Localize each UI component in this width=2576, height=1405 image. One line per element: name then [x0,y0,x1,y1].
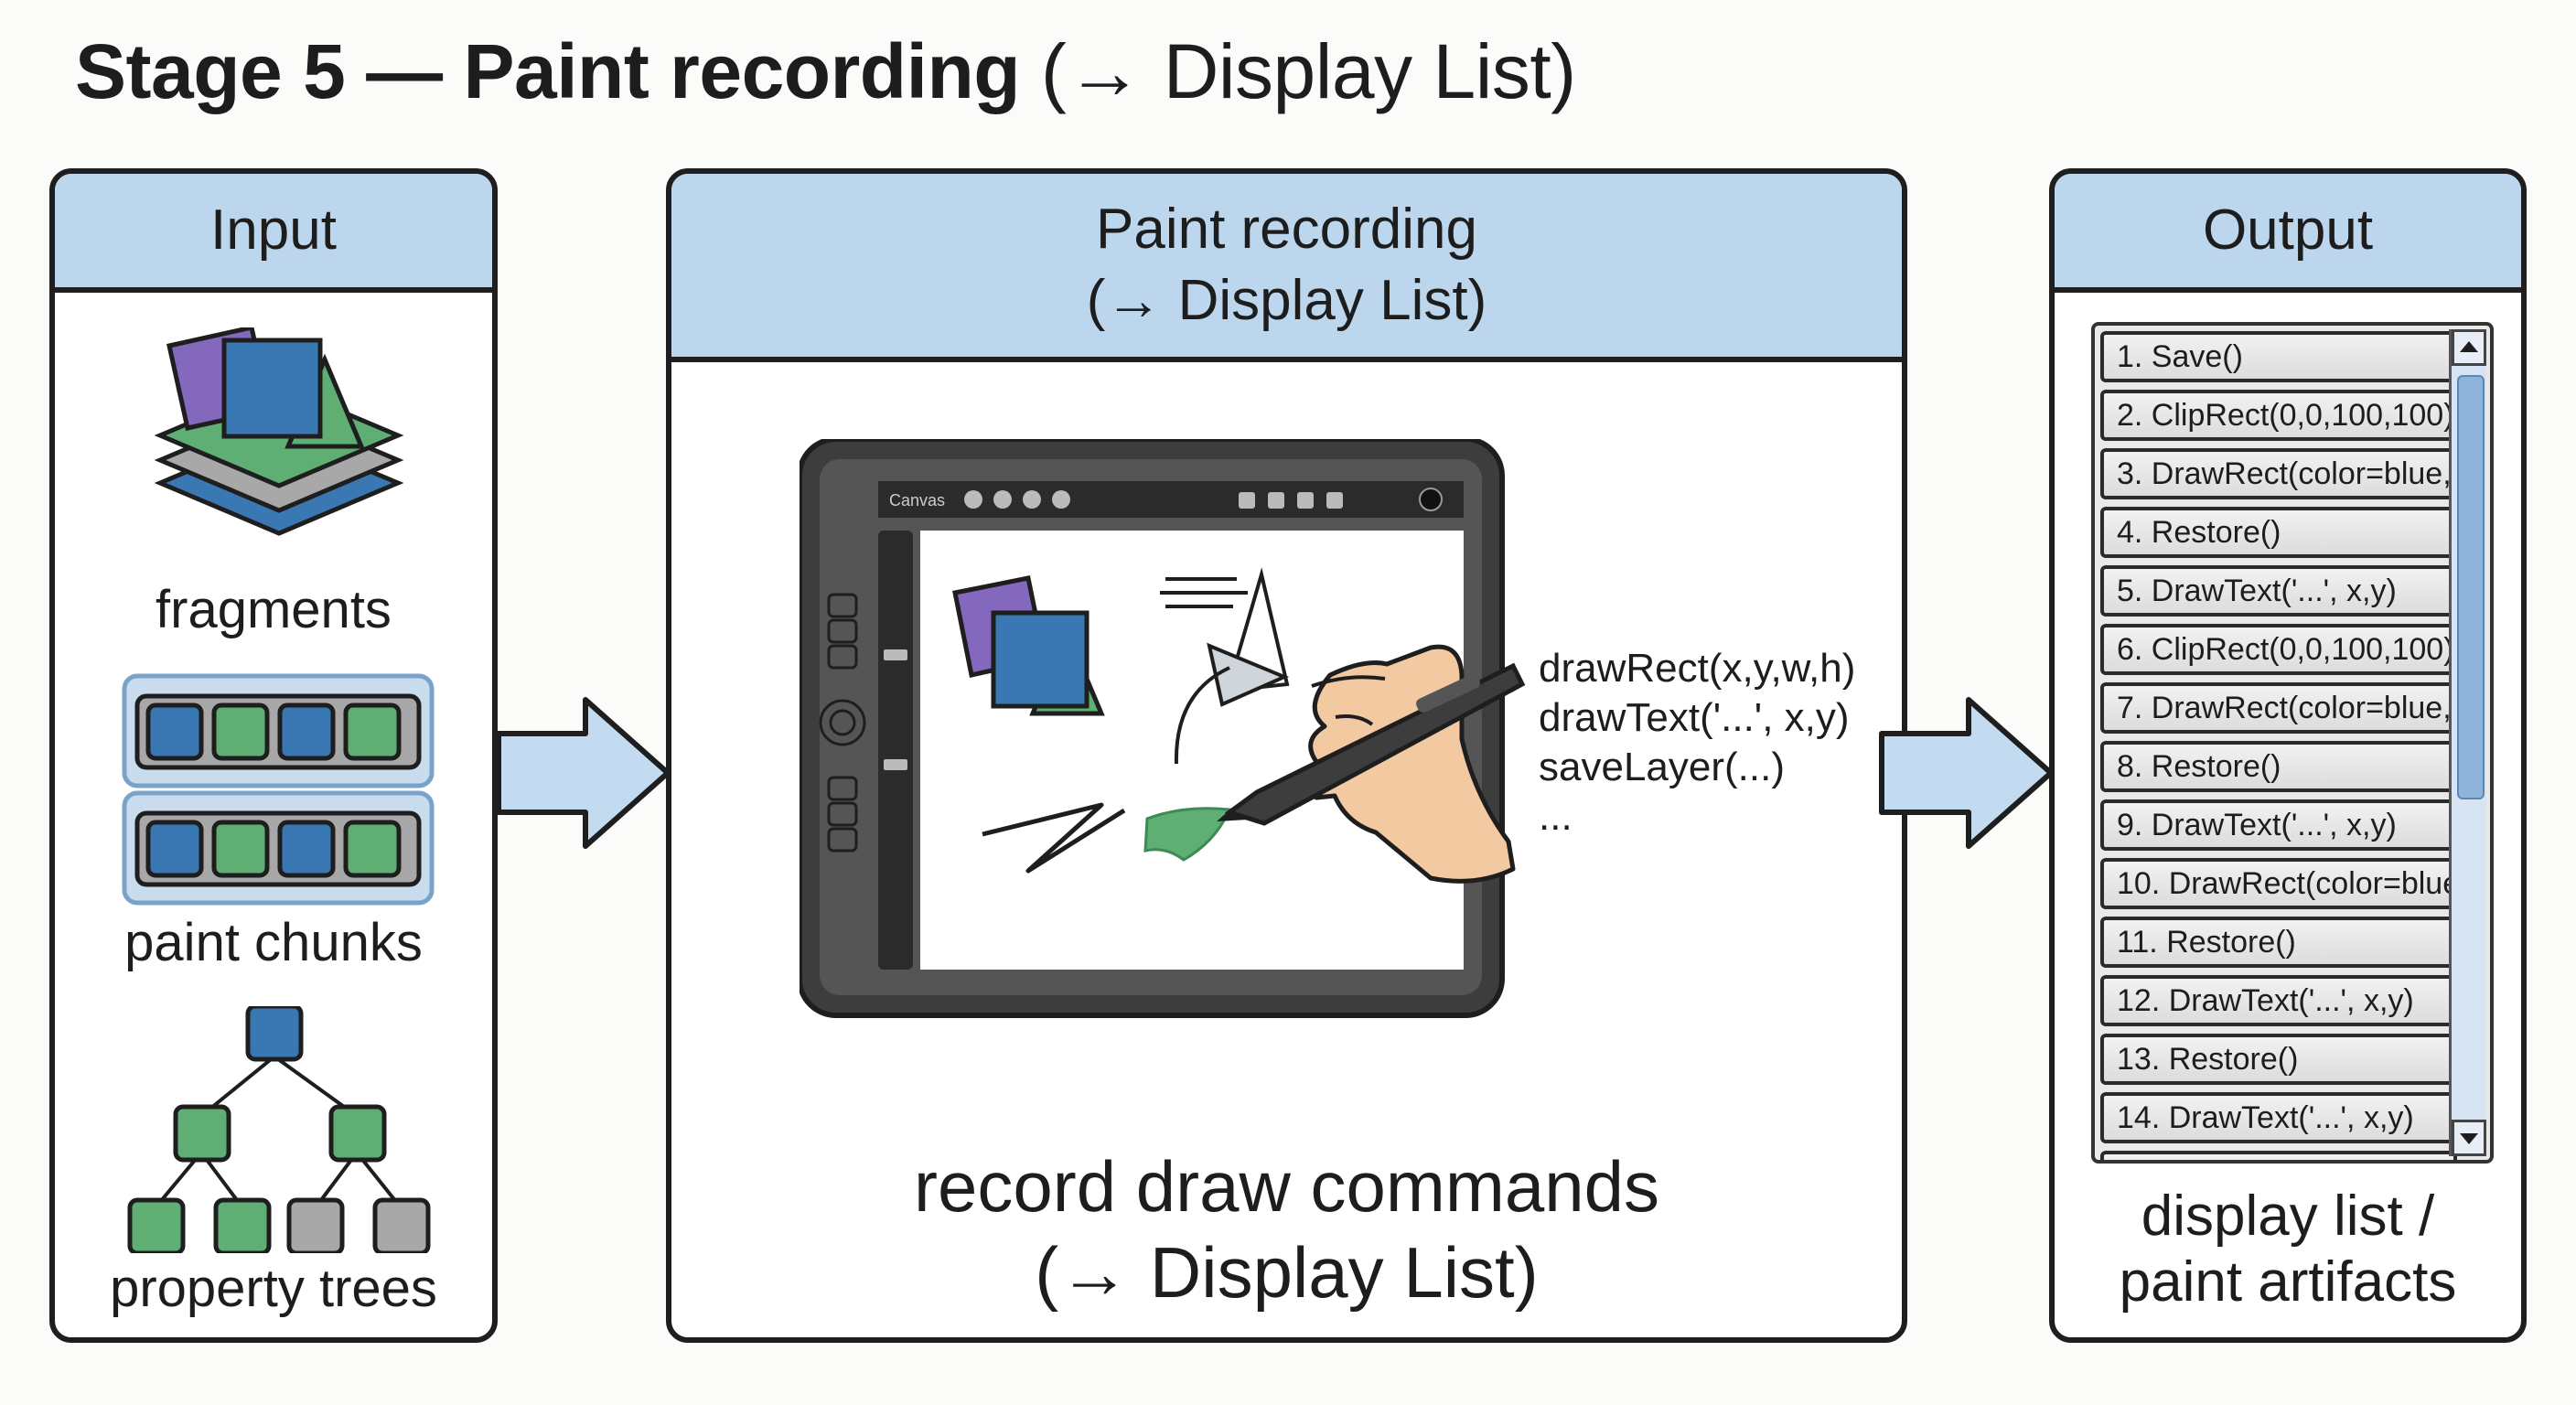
chunk-blue [145,702,204,761]
display-list-item[interactable]: 15. DrawRect(color=blue, ...) [2100,1151,2457,1160]
selection-icon [1023,490,1041,509]
eraser-icon [1297,492,1314,509]
display-list-item[interactable]: 9. DrawText('...', x,y) [2100,799,2457,851]
fragments-illustration [154,327,404,536]
chunk-blue [277,702,336,761]
color-picker-icon [1419,488,1443,511]
chunk-blue [145,820,204,878]
chunk-green [211,820,270,878]
display-list-item[interactable]: 8. Restore() [2100,741,2457,792]
tree-node-green [328,1104,387,1163]
paint-chunks-illustration [122,673,435,906]
paint-recording-header-line1: Paint recording [1095,198,1478,261]
wrench-icon [964,490,982,509]
display-list-item[interactable]: 11. Restore() [2100,917,2457,968]
transform-icon [1052,490,1070,509]
display-list-item[interactable]: 5. DrawText('...', x,y) [2100,565,2457,617]
chevron-up-icon [2460,341,2478,352]
opacity-slider [884,759,907,770]
display-list-item[interactable]: 1. Save() [2100,331,2457,382]
scroll-down-button[interactable] [2452,1120,2486,1156]
input-header: Input [55,174,492,293]
code-line: drawRect(x,y,w,h) [1539,646,1856,691]
display-list-item[interactable]: 6. ClipRect(0,0,100,100) [2100,624,2457,675]
output-caption: display list / paint artifacts [2055,1184,2521,1315]
brush-icon [1239,492,1255,509]
smudge-icon [1268,492,1284,509]
display-list-item[interactable]: 14. DrawText('...', x,y) [2100,1092,2457,1143]
tree-node-green [173,1104,231,1163]
recording-caption: record draw commands (→ Display List) [671,1143,1902,1315]
scroll-up-button[interactable] [2452,329,2486,366]
tree-root-node [245,1006,304,1062]
scrollbar-thumb[interactable] [2457,375,2485,799]
chunk-blue [277,820,336,878]
toolbar-tool-icons [964,488,1443,511]
display-list-item[interactable]: 3. DrawRect(color=blue, ...) [2100,448,2457,499]
brush-size-slider [884,649,907,660]
property-trees-illustration [127,1006,431,1253]
tablet-drawing-illustration: Canvas [800,439,1526,1018]
output-caption-line1: display list / [2141,1185,2435,1248]
display-list-scrollbar[interactable] [2449,329,2486,1156]
paint-recording-header-line2: (→ Display List) [1086,269,1487,332]
paint-chunks-label: paint chunks [124,913,423,972]
adjust-icon [993,490,1012,509]
page-title: Stage 5 — Paint recording (→ Display Lis… [75,26,1576,117]
app-name: Canvas [889,491,945,509]
draw-api-calls: drawRect(x,y,w,h) drawText('...', x,y) s… [1539,644,1855,842]
input-header-label: Input [210,198,337,262]
output-header-label: Output [2202,198,2374,262]
property-trees-label: property trees [110,1259,437,1318]
tree-leaf-green [127,1197,186,1253]
chunk-green [343,820,402,878]
side-buttons [819,593,866,853]
title-main: Stage 5 — Paint recording [75,28,1021,114]
display-list-item[interactable]: 12. DrawText('...', x,y) [2100,975,2457,1026]
display-list-item[interactable]: 4. Restore() [2100,507,2457,558]
layers-icon [1326,492,1343,509]
side-toolbar [878,531,913,970]
code-line: saveLayer(...) [1539,745,1785,789]
display-list-item[interactable]: 7. DrawRect(color=blue, ...) [2100,682,2457,734]
input-panel: Input fragments paint chunks [49,168,498,1343]
code-line: ... [1539,794,1572,839]
chunk-green [211,702,270,761]
tree-leaf-gray [286,1197,345,1253]
title-sub: (→ Display List) [1040,28,1576,114]
tree-leaf-gray [372,1197,431,1253]
fragments-label: fragments [156,580,392,639]
display-list-item[interactable]: 13. Restore() [2100,1034,2457,1085]
flow-arrow-right-icon [1879,697,2054,849]
chunk-green [343,702,402,761]
display-list[interactable]: 1. Save() 2. ClipRect(0,0,100,100) 3. Draw… [2091,322,2494,1164]
display-list-items: 1. Save() 2. ClipRect(0,0,100,100) 3. Draw… [2100,331,2457,1160]
output-panel: Output 1. Save() 2. ClipRect(0,0,100,100)… [2049,168,2527,1343]
recording-caption-line1: record draw commands [914,1146,1659,1227]
fragment-blue-square [221,338,323,439]
paint-recording-header: Paint recording (→ Display List) [671,174,1902,362]
output-header: Output [2055,174,2521,293]
output-caption-line2: paint artifacts [2119,1250,2457,1314]
display-list-item[interactable]: 2. ClipRect(0,0,100,100) [2100,390,2457,441]
chevron-down-icon [2460,1133,2478,1144]
display-list-item[interactable]: 10. DrawRect(color=blue, ...) [2100,858,2457,909]
hand-with-stylus [1217,644,1526,884]
flow-arrow-right-icon [496,697,671,849]
recording-caption-line2: (→ Display List) [1035,1232,1539,1313]
paint-recording-panel: Paint recording (→ Display List) Canvas [666,168,1907,1343]
tree-leaf-green [213,1197,272,1253]
code-line: drawText('...', x,y) [1539,695,1850,740]
